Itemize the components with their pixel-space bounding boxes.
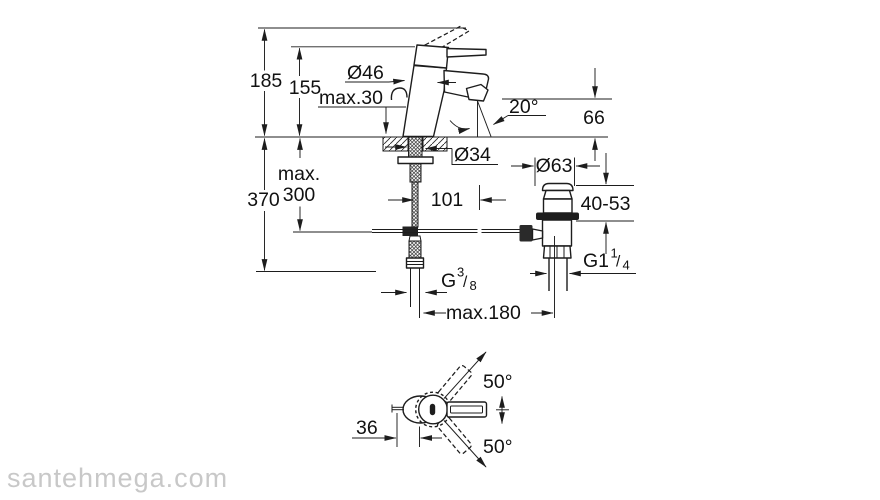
dim-max-spacing-label: max.180 — [446, 302, 521, 324]
angle-50-upper-line — [443, 351, 487, 399]
dim-swing-lower-label: 50° — [483, 436, 513, 458]
drain-thread-label: G1 1 / 4 — [583, 246, 630, 273]
drain-seal-flange — [536, 212, 579, 220]
hose-nut — [405, 257, 425, 269]
aerator — [465, 83, 489, 102]
supply-hose-assembly — [397, 136, 434, 318]
handle-top-view — [446, 401, 488, 418]
angle-20-leader — [492, 115, 509, 125]
top-view-labels: 50° 50° 36 — [356, 371, 513, 458]
flex-hose-upper — [411, 181, 419, 228]
hose-thread-numerator: 3 — [457, 265, 464, 280]
drain-mid-body — [541, 219, 573, 247]
dim-rod-depth-label-1: max. — [278, 163, 320, 185]
popup-pull-rod-hook — [390, 87, 408, 101]
hose-collar — [408, 235, 422, 242]
dim-rod-depth-label-2: 300 — [283, 184, 316, 206]
dim-hose-length-label: 370 — [247, 189, 280, 211]
rod-knob — [519, 225, 533, 242]
top-view: 50° 50° 36 — [352, 351, 513, 468]
rod-knob-cone — [531, 228, 544, 241]
dim-total-height-label: 185 — [250, 70, 283, 92]
body-column — [402, 64, 448, 138]
handle-inner-line — [450, 405, 483, 414]
popup-drain — [519, 182, 579, 318]
angle-20-arc — [449, 120, 471, 134]
mounting-washer — [397, 156, 434, 165]
dim-body-height-label: 155 — [289, 77, 322, 99]
angle-50-lower-line — [443, 420, 487, 468]
drain-thread-denominator: 4 — [623, 258, 630, 273]
drain-thread-slash: / — [616, 254, 621, 271]
dim-deck-thickness-label: max.30 — [319, 87, 383, 109]
hose-thread-denominator: 8 — [470, 278, 477, 293]
flex-hose-braid — [408, 240, 422, 259]
side-view-labels: 185 155 Ø46 max.30 20° 66 Ø34 101 max. 3… — [247, 62, 630, 324]
faucet-body — [390, 25, 490, 138]
cartridge-slot — [429, 403, 436, 416]
popup-rod — [293, 229, 521, 233]
dim-d46-left-arrow — [388, 78, 406, 85]
handle-base — [413, 44, 450, 69]
drain-upper-body — [542, 198, 573, 214]
watermark-text: santehmega.com — [7, 463, 228, 493]
dim-rod-offset-label: 36 — [356, 417, 378, 439]
drain-neck — [542, 189, 573, 200]
hose-thread-label: G 3 / 8 — [441, 265, 477, 294]
dim-flange-diameter-label: Ø63 — [536, 155, 573, 177]
drain-thread-numerator: 1 — [611, 246, 618, 261]
dim-d34-leader — [451, 148, 498, 165]
lever-handle — [446, 47, 487, 58]
shank-lower-thread — [409, 163, 422, 183]
dim-swing-upper-label: 50° — [483, 371, 513, 393]
hose-thread-prefix: G — [441, 270, 456, 292]
deck-slab-left — [382, 136, 409, 152]
drain-thread-prefix: G1 — [583, 250, 609, 272]
dim-spout-angle-label: 20° — [509, 96, 539, 118]
dim-spout-height-label: 66 — [583, 107, 605, 129]
dimension-lines — [256, 27, 636, 316]
dim-spout-reach-label: 101 — [431, 189, 464, 211]
rod-tee-joint — [402, 226, 418, 236]
dim-mounting-range-label: 40-53 — [581, 193, 631, 215]
side-view: 185 155 Ø46 max.30 20° 66 Ø34 101 max. 3… — [247, 25, 636, 324]
dim-body-diameter-label: Ø46 — [347, 62, 384, 84]
drain-plug-cap — [541, 182, 574, 192]
angle-20-slanted-leg — [477, 100, 492, 137]
hose-thread-slash: / — [463, 274, 468, 291]
threaded-shank — [408, 136, 423, 158]
dim-shank-diameter-label: Ø34 — [454, 144, 491, 166]
